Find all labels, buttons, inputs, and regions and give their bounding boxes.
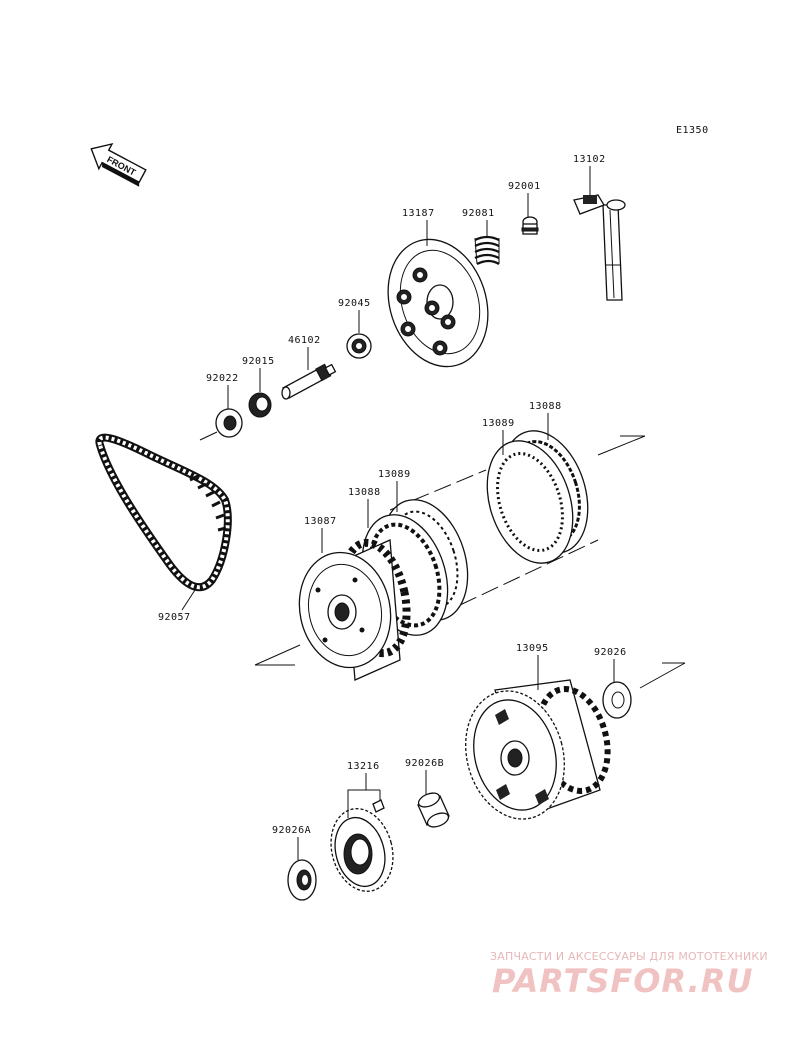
part-label-92026A: 92026A bbox=[272, 825, 311, 836]
part-label-13095: 13095 bbox=[516, 643, 549, 654]
primary-chain-92057 bbox=[95, 433, 232, 592]
part-label-13087: 13087 bbox=[304, 516, 337, 527]
part-label-13102: 13102 bbox=[573, 154, 606, 165]
washer-92026A bbox=[287, 859, 317, 901]
clutch-release-shaft bbox=[573, 194, 626, 301]
friction-plates-rear bbox=[486, 430, 589, 564]
part-label-92045: 92045 bbox=[338, 298, 371, 309]
part-label-92081: 92081 bbox=[462, 208, 495, 219]
nut-92015 bbox=[248, 392, 272, 418]
pressure-plate-13187 bbox=[387, 238, 489, 368]
bolt-92001 bbox=[521, 216, 539, 235]
part-label-92022: 92022 bbox=[206, 373, 239, 384]
diagram-code: E1350 bbox=[676, 125, 709, 136]
front-arrow-icon: FRONT bbox=[90, 142, 147, 187]
part-label-92026: 92026 bbox=[594, 647, 627, 658]
part-label-13089-lower: 13089 bbox=[378, 469, 411, 480]
part-label-13216: 13216 bbox=[347, 761, 380, 772]
part-label-13088-lower: 13088 bbox=[348, 487, 381, 498]
part-label-13088-upper: 13088 bbox=[529, 401, 562, 412]
watermark-tagline: ЗАПЧАСТИ И АКСЕССУАРЫ ДЛЯ МОТОТЕХНИКИ bbox=[490, 950, 768, 963]
part-label-13089-upper: 13089 bbox=[482, 418, 515, 429]
washer-92026 bbox=[602, 681, 632, 719]
clutch-housing-13095 bbox=[465, 679, 611, 820]
part-label-46102: 46102 bbox=[288, 335, 321, 346]
part-label-92026B: 92026B bbox=[405, 758, 444, 769]
part-label-92057: 92057 bbox=[158, 612, 191, 623]
part-label-92001: 92001 bbox=[508, 181, 541, 192]
part-label-13187: 13187 bbox=[402, 208, 435, 219]
part-label-92015: 92015 bbox=[242, 356, 275, 367]
push-rod-46102 bbox=[281, 363, 337, 400]
watermark-brand: PARTSFOR.RU bbox=[492, 962, 754, 1000]
washer-92022 bbox=[215, 408, 243, 438]
bearing-92045 bbox=[346, 333, 372, 359]
clutch-hub-13087 bbox=[298, 538, 411, 681]
gear-13216 bbox=[330, 799, 394, 892]
sleeve-92026B bbox=[417, 792, 450, 828]
spring-92081 bbox=[474, 235, 500, 265]
